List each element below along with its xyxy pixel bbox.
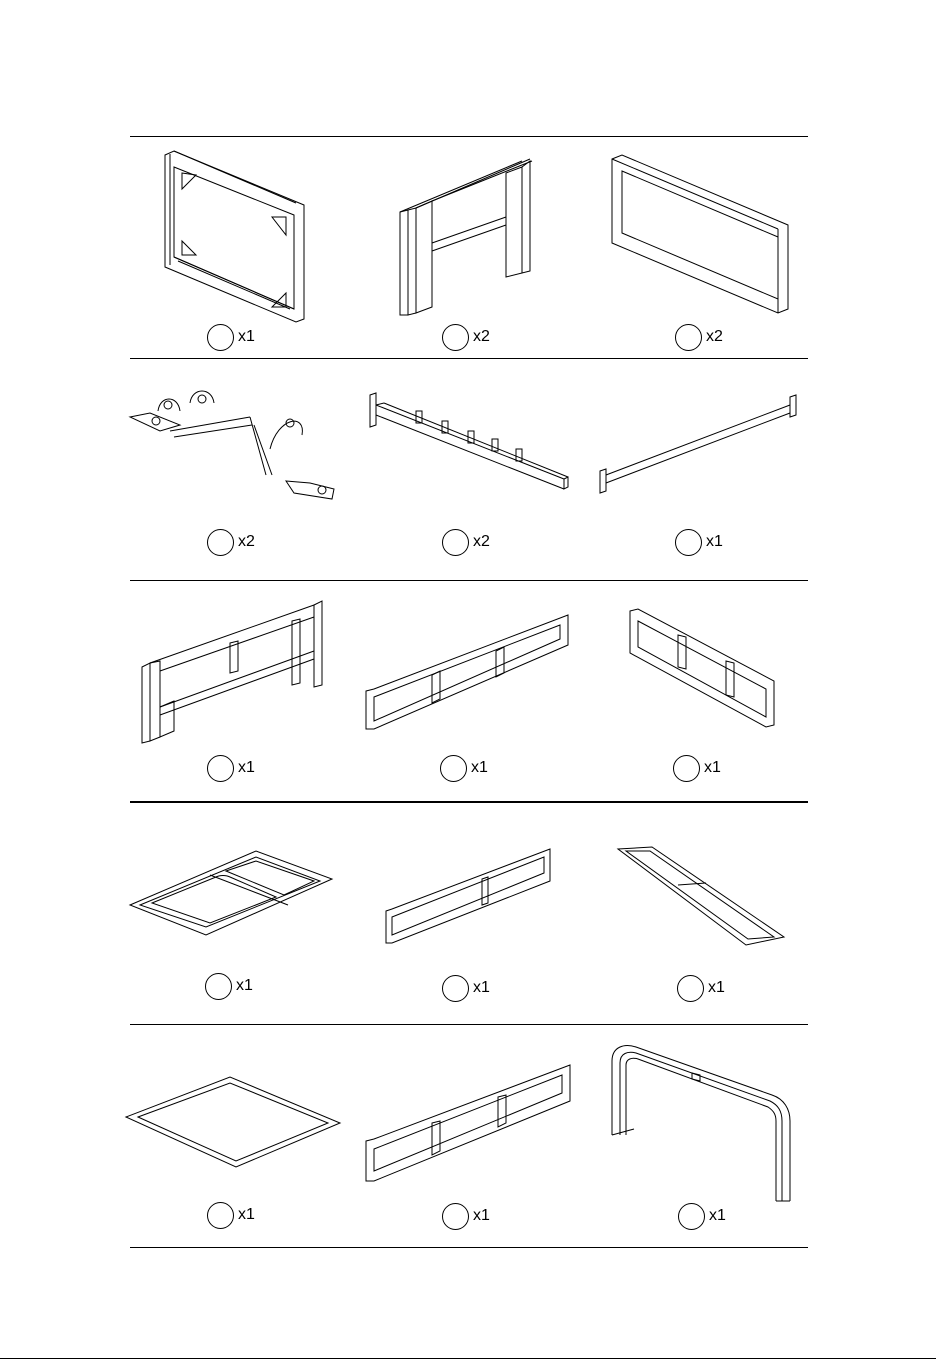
part-number-circle [440, 755, 467, 782]
quantity-label: x1 [207, 1200, 255, 1230]
quantity-label: x1 [678, 1201, 726, 1231]
part-headboard-frame: x1 [130, 581, 356, 802]
part-bar-end-plates: x1 [582, 359, 808, 580]
quantity-label: x2 [207, 527, 255, 557]
quantity-label: x1 [677, 973, 725, 1003]
quantity-label: x1 [675, 527, 723, 557]
part-rectangular-frame-gussets: x1 [130, 137, 356, 358]
part-number-circle [207, 324, 234, 351]
quantity-text: x1 [709, 1206, 726, 1226]
part-storage-rail: x2 [356, 359, 582, 580]
quantity-text: x1 [236, 976, 253, 996]
quantity-text: x2 [473, 327, 490, 347]
part-upright-frame: x2 [356, 137, 582, 358]
quantity-label: x1 [440, 753, 488, 783]
quantity-text: x2 [473, 532, 490, 552]
part-rectangular-frame: x2 [582, 137, 808, 358]
quantity-label: x2 [675, 322, 723, 352]
part-number-circle [207, 1202, 234, 1229]
quantity-text: x1 [473, 978, 490, 998]
quantity-text: x1 [238, 758, 255, 778]
quantity-text: x2 [706, 327, 723, 347]
quantity-text: x1 [706, 532, 723, 552]
quantity-label: x2 [442, 527, 490, 557]
quantity-text: x2 [238, 532, 255, 552]
part-number-circle [442, 1203, 469, 1230]
part-side-panel-frame: x1 [356, 1025, 582, 1247]
part-rail-frame: x1 [356, 803, 582, 1024]
part-bracket-arm: x2 [130, 359, 356, 580]
quantity-label: x1 [207, 753, 255, 783]
quantity-label: x1 [205, 971, 253, 1001]
part-square-base-frame: x1 [130, 1025, 356, 1247]
quantity-text: x1 [704, 758, 721, 778]
part-number-circle [442, 975, 469, 1002]
part-number-circle [442, 324, 469, 351]
part-flat-ladder-frame: x1 [582, 803, 808, 1024]
part-number-circle [442, 529, 469, 556]
quantity-text: x1 [238, 1205, 255, 1225]
quantity-text: x1 [471, 758, 488, 778]
part-number-circle [677, 975, 704, 1002]
quantity-label: x2 [442, 322, 490, 352]
part-number-circle [675, 324, 702, 351]
row-divider-bottom [130, 1247, 808, 1248]
quantity-label: x1 [442, 1201, 490, 1231]
part-number-circle [207, 755, 234, 782]
quantity-text: x1 [238, 327, 255, 347]
part-curved-arch-frame: x1 [582, 1025, 808, 1247]
quantity-label: x1 [442, 973, 490, 1003]
part-number-circle [673, 755, 700, 782]
quantity-label: x1 [673, 753, 721, 783]
part-number-circle [675, 529, 702, 556]
part-number-circle [207, 529, 234, 556]
part-long-side-frame: x1 [356, 581, 582, 802]
quantity-text: x1 [708, 978, 725, 998]
part-double-tray-frame: x1 [130, 803, 356, 1024]
page-edge-line [0, 1358, 936, 1359]
quantity-label: x1 [207, 322, 255, 352]
part-short-side-frame: x1 [582, 581, 808, 802]
part-number-circle [205, 973, 232, 1000]
quantity-text: x1 [473, 1206, 490, 1226]
part-number-circle [678, 1203, 705, 1230]
